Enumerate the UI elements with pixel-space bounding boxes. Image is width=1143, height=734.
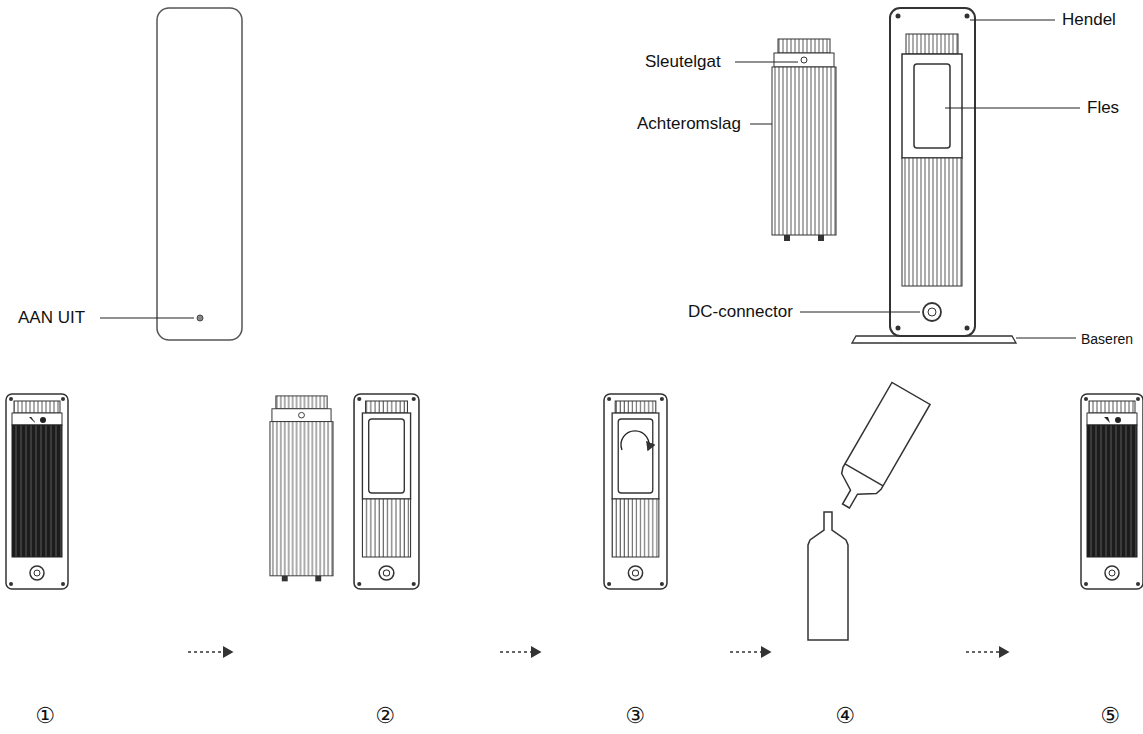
part-label: Sleutelgat [645,52,721,72]
callout-number: ⑤ [1100,703,1120,729]
part-label: Hendel [1062,10,1116,30]
callout-number: ④ [835,703,855,729]
part-label: Achteromslag [637,114,741,134]
callout-number: ① [35,703,55,729]
callout-number: ② [375,703,395,729]
callout-number: ③ [625,703,645,729]
part-label: Fles [1087,98,1119,118]
part-label: DC-connector [688,302,793,322]
part-label: Baseren [1081,329,1133,349]
part-label: AAN UIT [18,308,85,328]
